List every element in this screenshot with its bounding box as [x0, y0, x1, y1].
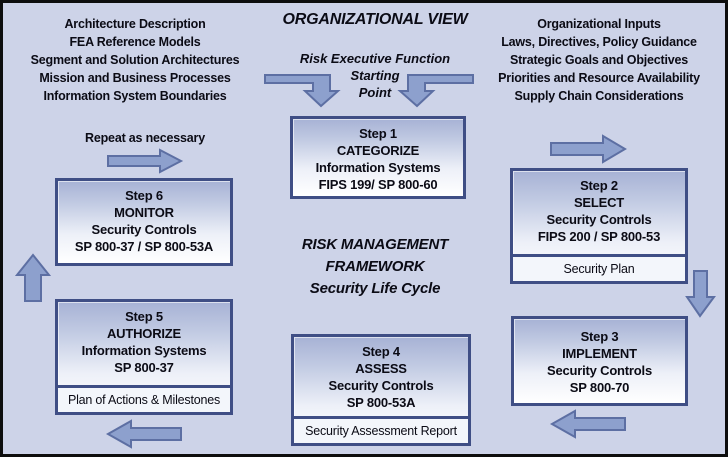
- text-line: Risk Executive Function: [299, 51, 451, 66]
- step-5-box: Step 5 AUTHORIZE Information Systems SP …: [55, 299, 233, 415]
- repeat-arrow: [107, 148, 184, 174]
- step-6-text: Step 6 MONITOR Security Controls SP 800-…: [58, 181, 230, 263]
- step-reference: SP 800-37: [114, 360, 174, 375]
- step-reference: SP 800-70: [569, 380, 630, 395]
- step-3-text: Step 3 IMPLEMENT Security Controls SP 80…: [514, 319, 685, 403]
- step-target: Security Controls: [91, 222, 197, 237]
- text-line: FEA Reference Models: [69, 35, 201, 49]
- step-action: CATEGORIZE: [336, 143, 420, 158]
- step-action: SELECT: [573, 195, 625, 210]
- text-line: Laws, Directives, Policy Guidance: [501, 35, 697, 49]
- text-line: Starting: [350, 68, 400, 83]
- step-2-box: Step 2 SELECT Security Controls FIPS 200…: [510, 168, 688, 284]
- step-4-box: Step 4 ASSESS Security Controls SP 800-5…: [291, 334, 471, 446]
- left-arrow-bottom-left: [105, 419, 182, 449]
- step-label: Step 3: [580, 329, 619, 344]
- text-line: Priorities and Resource Availability: [498, 71, 700, 85]
- text-line: Strategic Goals and Objectives: [509, 53, 689, 67]
- right-arrow-top-right: [550, 134, 627, 164]
- security-assessment-report-artifact: Security Assessment Report: [294, 416, 468, 443]
- step-target: Information Systems: [81, 343, 207, 358]
- security-plan-artifact: Security Plan: [513, 254, 685, 281]
- step-2-text: Step 2 SELECT Security Controls FIPS 200…: [513, 171, 685, 254]
- step-target: Security Controls: [547, 363, 652, 378]
- step-reference: SP 800-37 / SP 800-53A: [74, 239, 214, 254]
- text-line: Information System Boundaries: [43, 89, 227, 103]
- organizational-view-title: ORGANIZATIONAL VIEW: [282, 11, 468, 28]
- text-line: Segment and Solution Architectures: [30, 53, 240, 67]
- text-line: Security Life Cycle: [309, 280, 441, 297]
- text-line: Organizational Inputs: [537, 17, 661, 31]
- step-label: Step 2: [580, 178, 618, 193]
- step-label: Step 6: [125, 188, 163, 203]
- step-3-box: Step 3 IMPLEMENT Security Controls SP 80…: [511, 316, 688, 406]
- step-action: IMPLEMENT: [562, 346, 637, 361]
- text-line: Point: [358, 85, 392, 100]
- architecture-description-block: Architecture Description FEA Reference M…: [7, 15, 263, 105]
- step-label: Step 4: [362, 344, 400, 359]
- step-6-box: Step 6 MONITOR Security Controls SP 800-…: [55, 178, 233, 266]
- step-4-text: Step 4 ASSESS Security Controls SP 800-5…: [294, 337, 468, 416]
- step-reference: SP 800-53A: [346, 395, 416, 410]
- text-line: FRAMEWORK: [325, 258, 425, 275]
- step-label: Step 1: [359, 126, 397, 141]
- step-target: Security Controls: [328, 378, 434, 393]
- step-1-box: Step 1 CATEGORIZE Information Systems FI…: [290, 116, 466, 199]
- up-arrow-left-edge: [14, 253, 52, 302]
- risk-executive-function-label: Risk Executive Function Starting Point: [275, 50, 475, 101]
- step-reference: FIPS 200 / SP 800-53: [537, 229, 661, 244]
- text-line: Supply Chain Considerations: [514, 89, 684, 103]
- step-target: Security Controls: [546, 212, 652, 227]
- step-target: Information Systems: [315, 160, 441, 175]
- repeat-as-necessary-label: Repeat as necessary: [85, 131, 205, 145]
- text-line: RISK MANAGEMENT: [301, 236, 449, 253]
- rmf-title: RISK MANAGEMENT FRAMEWORK Security Life …: [263, 234, 487, 300]
- step-1-text: Step 1 CATEGORIZE Information Systems FI…: [293, 119, 463, 196]
- step-action: MONITOR: [114, 205, 174, 220]
- text-line: Architecture Description: [64, 17, 206, 31]
- text-line: Mission and Business Processes: [39, 71, 231, 85]
- step-reference: FIPS 199/ SP 800-60: [318, 177, 438, 192]
- down-arrow-right-edge: [685, 270, 716, 318]
- organizational-inputs-block: Organizational Inputs Laws, Directives, …: [471, 15, 725, 105]
- step-action: ASSESS: [355, 361, 407, 376]
- step-5-text: Step 5 AUTHORIZE Information Systems SP …: [58, 302, 230, 385]
- left-arrow-bottom-right: [549, 409, 626, 439]
- plan-of-actions-milestones-artifact: Plan of Actions & Milestones: [58, 385, 230, 412]
- step-action: AUTHORIZE: [106, 326, 182, 341]
- step-label: Step 5: [125, 309, 163, 324]
